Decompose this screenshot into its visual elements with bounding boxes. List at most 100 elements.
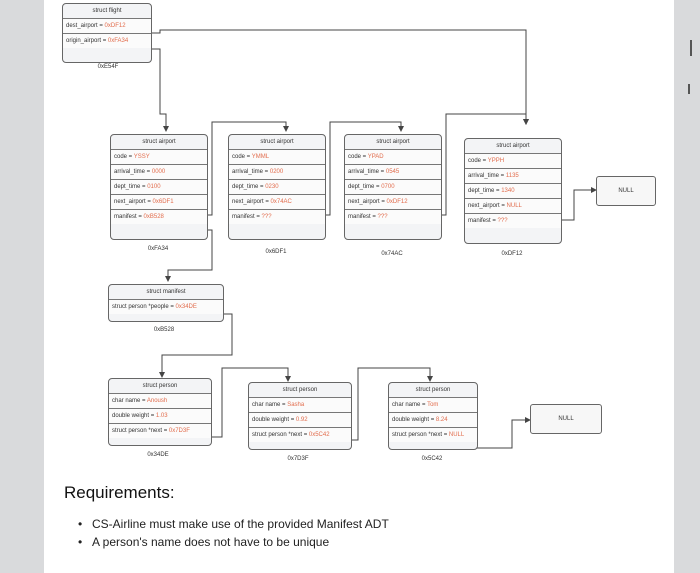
- field-value: 0700: [381, 184, 395, 190]
- person-row: struct person *next = 0x5C42: [249, 427, 351, 442]
- person-row: char name = Tom: [389, 397, 477, 412]
- field-value: YPAD: [367, 154, 384, 160]
- field-value: 0x6DF1: [152, 199, 174, 205]
- airport-header: struct airport: [376, 139, 410, 145]
- field-name: dest_airport: [66, 23, 98, 29]
- airport-row: arrival_time = 1135: [465, 168, 561, 183]
- airport-row: next_airport = 0x6DF1: [111, 194, 207, 209]
- field-value: YPPH: [487, 158, 505, 164]
- arrow-next-3: [560, 187, 597, 221]
- airport-struct-1: struct airport code = YMML arrival_time …: [228, 134, 326, 240]
- airport-row: dept_time = 1340: [465, 183, 561, 198]
- airport-row: code = YSSY: [111, 149, 207, 164]
- airport-row: manifest = 0xB528: [111, 209, 207, 224]
- field-name: dept_time: [232, 184, 259, 190]
- requirement-item: CS-Airline must make use of the provided…: [78, 515, 389, 533]
- field-value: 1135: [505, 173, 519, 179]
- arrow-next-1: [324, 121, 404, 216]
- airport-row: manifest = ???: [465, 213, 561, 228]
- field-name: dept_time: [348, 184, 375, 190]
- field-value: 0200: [269, 169, 284, 175]
- field-value: NULL: [506, 203, 522, 209]
- field-value: 1.03: [155, 413, 168, 419]
- airport-row: manifest = ???: [229, 209, 325, 224]
- field-name: origin_airport: [66, 38, 102, 44]
- arrow-person-next-1: [350, 367, 433, 441]
- airport-row: dept_time = 0230: [229, 179, 325, 194]
- field-value: 0100: [147, 184, 161, 190]
- field-value: 0230: [265, 184, 279, 190]
- field-value: ???: [377, 214, 388, 220]
- field-name: struct person *next: [252, 432, 303, 438]
- manifest-address: 0xB528: [153, 327, 175, 333]
- airport-struct-2: struct airport code = YPAD arrival_time …: [344, 134, 442, 240]
- null-airport-box: NULL: [596, 176, 656, 206]
- field-name: char name: [252, 402, 281, 408]
- field-value: 0xDF12: [104, 23, 126, 29]
- flight-struct-header: struct flight: [92, 8, 122, 14]
- flight-origin-row: origin_airport = 0xFA34: [63, 33, 151, 48]
- field-value: ???: [497, 218, 508, 224]
- manifest-people-row: struct person *people = 0x34DE: [109, 299, 223, 314]
- person-address: 0x7D3F: [287, 456, 309, 462]
- field-name: struct person *people: [112, 304, 169, 310]
- field-name: code: [468, 158, 482, 164]
- flight-address: 0xE54F: [97, 64, 119, 70]
- airport-address: 0x74AC: [381, 251, 403, 257]
- field-value: 0545: [385, 169, 400, 175]
- airport-row: dept_time = 0700: [345, 179, 441, 194]
- requirement-item: A person's name does not have to be uniq…: [78, 533, 389, 551]
- field-value: 0xFA34: [107, 38, 129, 44]
- person-row: struct person *next = NULL: [389, 427, 477, 442]
- flight-dest-row: dest_airport = 0xDF12: [63, 18, 151, 33]
- field-value: NULL: [448, 432, 465, 438]
- field-name: dept_time: [468, 188, 495, 194]
- field-name: struct person *next: [392, 432, 443, 438]
- field-name: manifest: [468, 218, 491, 224]
- person-header: struct person: [282, 387, 318, 393]
- field-name: code: [348, 154, 362, 160]
- field-name: next_airport: [468, 203, 500, 209]
- field-value: Tom: [427, 402, 439, 408]
- airport-address: 0xFA34: [147, 246, 169, 252]
- field-value: 8.24: [435, 417, 448, 423]
- field-value: YMML: [251, 154, 270, 160]
- airport-row: dept_time = 0100: [111, 179, 207, 194]
- person-address: 0x5C42: [421, 456, 443, 462]
- field-value: Sasha: [287, 402, 305, 408]
- arrow-manifest: [165, 229, 213, 282]
- person-struct-2: struct person char name = Tom double wei…: [388, 382, 478, 450]
- field-name: code: [114, 154, 128, 160]
- airport-header: struct airport: [260, 139, 294, 145]
- airport-row: code = YPAD: [345, 149, 441, 164]
- field-name: char name: [392, 402, 421, 408]
- field-value: 1340: [501, 188, 515, 194]
- field-value: 0x34DE: [175, 304, 197, 310]
- field-value: 0xDF12: [386, 199, 408, 205]
- arrow-person-next-0: [210, 367, 291, 438]
- person-struct-1: struct person char name = Sasha double w…: [248, 382, 352, 450]
- field-name: next_airport: [114, 199, 146, 205]
- airport-row: code = YMML: [229, 149, 325, 164]
- field-name: next_airport: [348, 199, 380, 205]
- arrow-next-2: [440, 113, 529, 216]
- requirements-list: CS-Airline must make use of the provided…: [78, 515, 389, 551]
- airport-row: next_airport = 0xDF12: [345, 194, 441, 209]
- field-value: 0.92: [295, 417, 308, 423]
- field-name: manifest: [114, 214, 137, 220]
- field-value: 0000: [151, 169, 166, 175]
- airport-row: arrival_time = 0000: [111, 164, 207, 179]
- scroll-mark: [690, 40, 692, 56]
- field-value: 0x74AC: [270, 199, 292, 205]
- person-row: double weight = 0.92: [249, 412, 351, 427]
- airport-row: next_airport = 0x74AC: [229, 194, 325, 209]
- manifest-header: struct manifest: [146, 289, 186, 295]
- arrow-people: [159, 313, 233, 378]
- person-address: 0x34DE: [147, 452, 169, 458]
- field-name: struct person *next: [112, 428, 163, 434]
- person-header: struct person: [415, 387, 451, 393]
- field-value: ???: [261, 214, 272, 220]
- arrow-origin-airport: [150, 48, 169, 132]
- airport-row: arrival_time = 0545: [345, 164, 441, 179]
